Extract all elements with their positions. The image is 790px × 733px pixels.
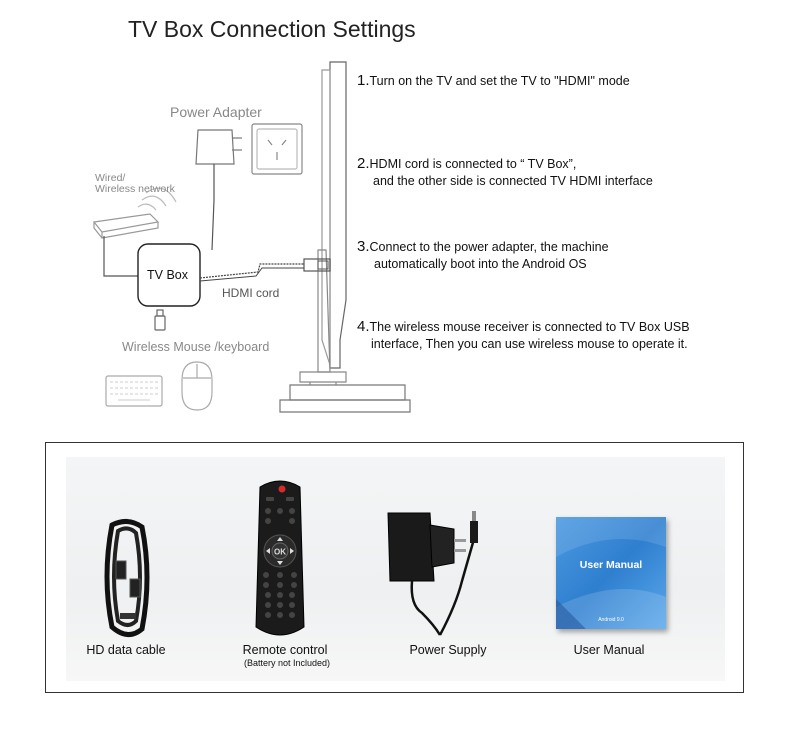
power-icon bbox=[278, 485, 286, 493]
usb-receiver-icon bbox=[154, 309, 166, 331]
step-text: HDMI cord is connected to “ TV Box”, bbox=[369, 157, 577, 171]
hdmi-cord-label: HDMI cord bbox=[222, 286, 280, 300]
mouse-icon bbox=[181, 361, 213, 411]
manual-cover-title: User Manual bbox=[579, 559, 643, 571]
accessory-label-remote: Remote control bbox=[242, 643, 328, 657]
step-text: Connect to the power adapter, the machin… bbox=[369, 240, 609, 254]
network-label-line2: Wireless network bbox=[95, 183, 175, 195]
step-3: 3.Connect to the power adapter, the mach… bbox=[357, 238, 609, 273]
step-4: 4.The wireless mouse receiver is connect… bbox=[357, 318, 690, 353]
tv-box-label: TV Box bbox=[147, 268, 188, 282]
tv-side-view bbox=[279, 61, 411, 413]
tv-box-device bbox=[137, 243, 201, 307]
step-text: automatically boot into the Android OS bbox=[374, 257, 587, 271]
step-number: 4. bbox=[357, 318, 370, 335]
page-title: TV Box Connection Settings bbox=[128, 16, 416, 42]
step-text: The wireless mouse receiver is connected… bbox=[369, 320, 690, 334]
user-manual-image: User Manual Android 9.0 bbox=[556, 517, 666, 629]
wall-socket-icon bbox=[251, 123, 303, 175]
accessory-sublabel-remote: (Battery not Included) bbox=[243, 658, 331, 668]
step-text: Turn on the TV and set the TV to "HDMI" … bbox=[369, 74, 630, 88]
power-supply-image bbox=[387, 511, 478, 636]
step-text: interface, Then you can use wireless mou… bbox=[371, 337, 688, 351]
keyboard-icon bbox=[105, 375, 163, 407]
accessory-label-manual: User Manual bbox=[573, 643, 645, 657]
tv-hdmi-port bbox=[303, 258, 331, 272]
accessory-label-cable: HD data cable bbox=[86, 643, 166, 657]
ok-button-label: OK bbox=[274, 548, 286, 557]
power-adapter-icon bbox=[195, 129, 242, 165]
router-icon bbox=[92, 187, 177, 239]
step-number: 3. bbox=[357, 238, 370, 255]
network-label-line1: Wired/ bbox=[95, 172, 126, 184]
hd-cable-image bbox=[104, 519, 150, 637]
step-1: 1.Turn on the TV and set the TV to "HDMI… bbox=[357, 72, 630, 90]
manual-cover-subtitle: Android 9.0 bbox=[598, 617, 624, 623]
wireless-mouse-label: Wireless Mouse /keyboard bbox=[122, 340, 270, 354]
connection-diagram bbox=[92, 61, 411, 413]
accessories-panel: OK User Manual Android 9.0 HD data cable bbox=[45, 442, 744, 693]
remote-control-image: OK bbox=[255, 480, 305, 636]
power-adapter-label: Power Adapter bbox=[170, 104, 262, 120]
step-number: 1. bbox=[357, 72, 370, 89]
accessory-label-power: Power Supply bbox=[409, 643, 487, 657]
step-2: 2.HDMI cord is connected to “ TV Box”, a… bbox=[357, 155, 653, 190]
step-number: 2. bbox=[357, 155, 370, 172]
step-text: and the other side is connected TV HDMI … bbox=[373, 174, 653, 188]
